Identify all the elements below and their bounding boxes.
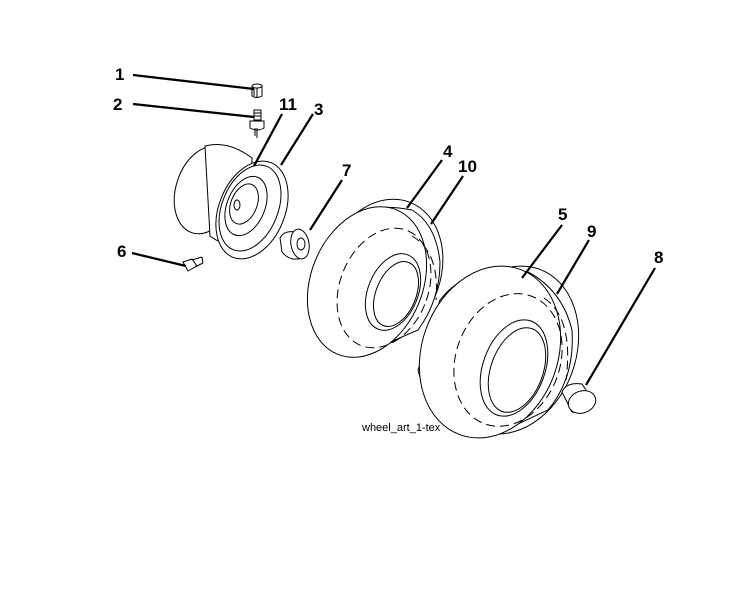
callout-10: 10	[458, 157, 477, 176]
callout-1: 1	[115, 65, 124, 84]
callout-6: 6	[117, 242, 126, 261]
part-front-tire	[306, 198, 444, 358]
part-valve-stem	[249, 109, 265, 138]
callout-11: 11	[279, 95, 297, 114]
part-rim-assembly	[173, 144, 289, 260]
callout-7: 7	[342, 161, 351, 180]
diagram-caption: wheel_art_1-tex	[361, 422, 441, 434]
callout-labels: 1 2 11 3 7 4 10 5 9 8 6	[113, 65, 663, 267]
callout-8: 8	[654, 248, 663, 267]
callout-3: 3	[314, 100, 323, 119]
callout-4: 4	[443, 142, 453, 161]
callout-2: 2	[113, 95, 122, 114]
part-hub-cap	[561, 383, 597, 414]
part-valve-cap	[251, 83, 263, 98]
part-screw	[182, 256, 204, 272]
part-rear-tire	[417, 265, 580, 439]
callout-9: 9	[587, 222, 596, 241]
part-bushing	[279, 228, 310, 260]
callout-5: 5	[558, 205, 567, 224]
leader-lines	[131, 73, 656, 386]
